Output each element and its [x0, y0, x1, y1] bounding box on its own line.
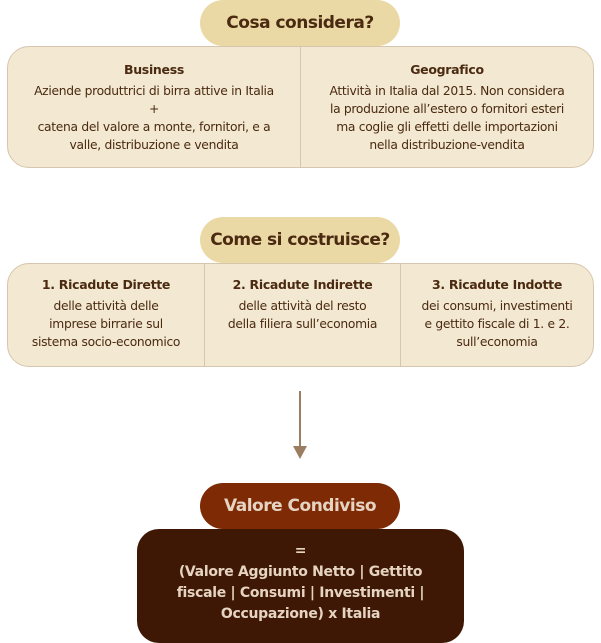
text-line: ma coglie gli effetti delle importazioni [336, 120, 558, 134]
column-heading: 3. Ricadute Indotte [431, 277, 563, 292]
text-line: sistema socio-economico [31, 335, 181, 349]
column-heading: Business [123, 62, 184, 77]
column-heading: 1. Ricadute Dirette [41, 277, 171, 292]
column-heading: 2. Ricadute Indirette [232, 277, 373, 292]
text-line: dei consumi, investimenti [421, 299, 573, 313]
arrow-head-icon [293, 446, 307, 459]
text-line: la produzione all’estero o fornitori est… [329, 102, 565, 116]
text-line: sull’economia [456, 335, 538, 349]
text-line: catena del valore a monte, fornitori, e … [37, 120, 271, 134]
business-column: Business Aziende produttrici di birra at… [8, 47, 300, 167]
direct-impacts-column: 1. Ricadute Dirette delle attività delle… [8, 264, 204, 366]
section-title-pill: Come si costruisce? [200, 217, 400, 263]
section-title-pill: Cosa considera? [200, 0, 400, 46]
geographic-column: Geografico Attività in Italia dal 2015. … [300, 47, 593, 167]
scope-box: Business Aziende produttrici di birra at… [7, 46, 594, 168]
text-line: (Valore Aggiunto Netto | Gettito [178, 564, 423, 580]
text-line: Occupazione) x Italia [220, 606, 381, 622]
text-line: della filiera sull’economia [227, 317, 378, 331]
indirect-impacts-column: 2. Ricadute Indirette delle attività del… [204, 264, 400, 366]
result-title-pill: Valore Condiviso [200, 483, 400, 529]
text-line: delle attività del resto [238, 299, 367, 313]
arrow-down-icon [299, 391, 301, 447]
text-line: delle attività delle [53, 299, 159, 313]
induced-impacts-column: 3. Ricadute Indotte dei consumi, investi… [400, 264, 593, 366]
text-line: Attività in Italia dal 2015. Non conside… [329, 84, 565, 98]
text-line: Aziende produttrici di birra attive in I… [34, 84, 274, 98]
text-line: imprese birrarie sul [49, 317, 163, 331]
text-line: nella distribuzione-vendita [369, 138, 525, 152]
text-line: valle, distribuzione e vendita [69, 138, 239, 152]
text-line: fiscale | Consumi | Investimenti | [176, 585, 425, 601]
text-line: + [148, 102, 159, 116]
result-formula-box: = (Valore Aggiunto Netto | Gettito fisca… [137, 529, 464, 643]
construction-box: 1. Ricadute Dirette delle attività delle… [7, 263, 594, 367]
text-line: e gettito fiscale di 1. e 2. [424, 317, 570, 331]
column-heading: Geografico [410, 62, 484, 77]
text-line: = [294, 543, 307, 559]
